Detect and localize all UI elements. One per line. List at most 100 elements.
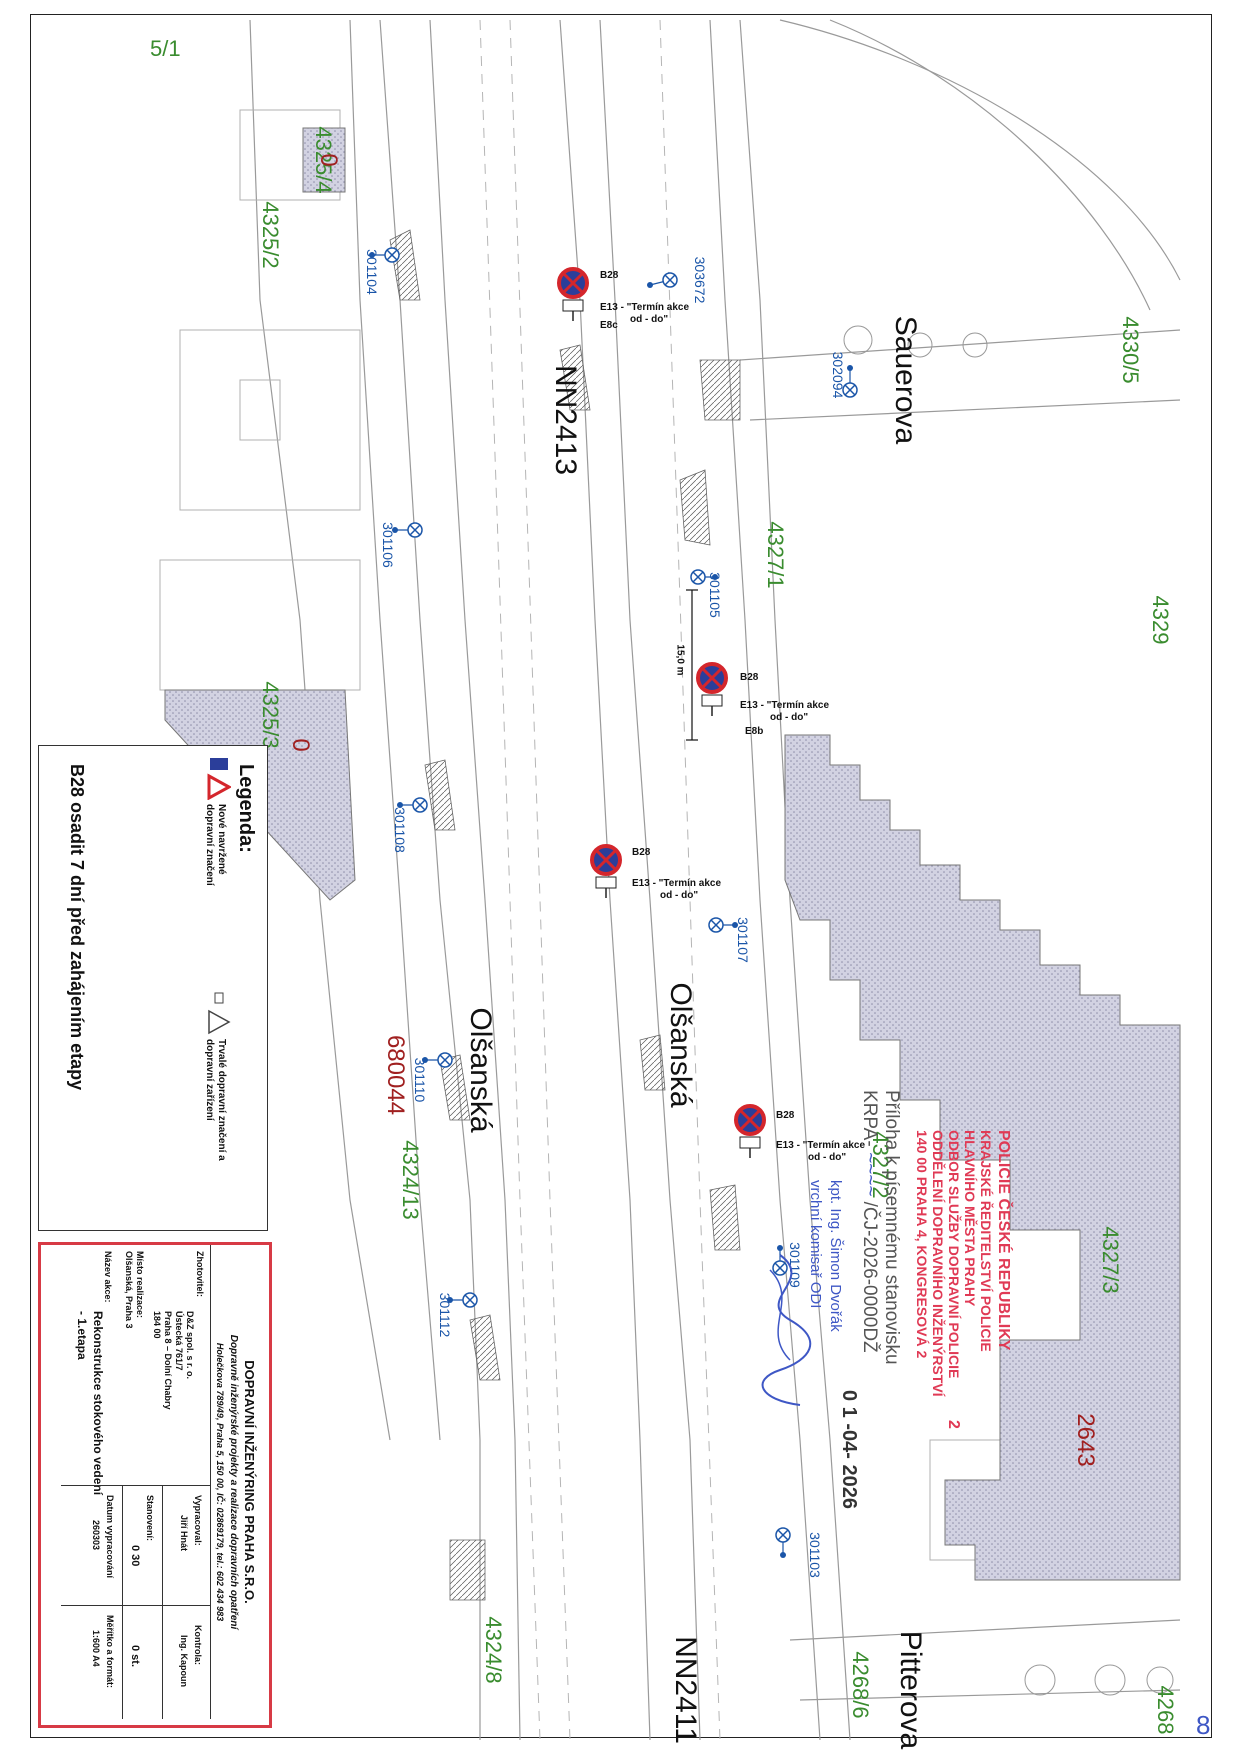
stamp-line4: ODBOR SLUŽBY DOPRAVNÍ POLICIE — [946, 1130, 962, 1379]
company-tagline: Dopravně inženýrské projekty a realizace… — [228, 1334, 239, 1630]
road-curbs — [249, 19, 851, 1741]
zhotovitel-name: D&Z spol. s r. o. — [185, 1311, 195, 1380]
parcel-4324-13: 4324/13 — [398, 1140, 423, 1220]
node-301105: 301105 — [707, 572, 723, 618]
kontrola-value: Ing. Kapoun — [179, 1635, 189, 1687]
parcel-4268-6: 4268/6 — [848, 1651, 873, 1719]
stamp-number: 2 — [945, 1420, 962, 1429]
legend-box: Legenda: Nové navržené dopravní značení … — [38, 745, 268, 1231]
sign-label-b28-3: B28 — [632, 847, 651, 858]
red-zero-b: 0 — [287, 738, 314, 752]
b28-sign — [696, 662, 728, 716]
node-303672: 303672 — [692, 256, 708, 304]
lane-markings — [479, 19, 721, 1741]
police-stamp: POLICIE ČESKÉ REPUBLIKY KRAJSKÉ ŘEDITELS… — [720, 1090, 1020, 1640]
misto-label: Místo realizace: — [135, 1251, 145, 1319]
sewer-node-marker — [392, 522, 423, 538]
top-left-fragment: 5/1 — [150, 36, 181, 61]
signature-scribble — [761, 1254, 812, 1406]
sewer-node-marker — [708, 917, 738, 933]
stanoveni-label: Stanovení: — [145, 1495, 155, 1542]
zhotovitel-addr1: Ústecká 761/7 — [174, 1311, 184, 1371]
meritko-label: Měřítko a formát: — [105, 1615, 115, 1689]
kontrola-label: Kontrola: — [193, 1625, 203, 1665]
permanent-sign-icon — [208, 992, 231, 1035]
sewer-node-marker — [447, 1292, 478, 1308]
zhotovitel-label: Zhotovitel: — [195, 1251, 205, 1297]
zhotovitel-addr2: Praha 8 – Dolní Chabry — [163, 1311, 173, 1410]
vypracoval-value: Jiří Hnát — [179, 1515, 189, 1552]
stamp-line2: KRAJSKÉ ŘEDITELSTVÍ POLICIE — [978, 1130, 994, 1352]
b28-sign — [590, 844, 622, 898]
sign-label-e13b-4: od - do" — [808, 1152, 847, 1163]
parcel-4324-8: 4324/8 — [481, 1616, 506, 1684]
sewer-node-marker — [647, 272, 678, 288]
street-sauerova: Sauerova — [889, 315, 922, 445]
new-sign-icon — [207, 758, 231, 800]
node-301112: 301112 — [437, 1292, 453, 1338]
zhotovitel-addr3: 184 00 — [152, 1311, 162, 1339]
sign-label-e8c: E8c — [600, 320, 618, 331]
vypracoval-label: Vypracoval: — [193, 1495, 203, 1546]
nazev-line2: - 1.etapa — [75, 1311, 89, 1360]
node-301108: 301108 — [392, 807, 408, 853]
datum-value: 260303 — [91, 1520, 101, 1551]
stamp-krpa: KRPA- ~~~~ /ČJ-2026-0000DŽ — [858, 1090, 880, 1353]
stamp-attach: Příloha k písemnému stanovisku — [881, 1090, 902, 1365]
red-2643: 2643 — [1072, 1413, 1099, 1467]
parcel-4327-3: 4327/3 — [1098, 1226, 1123, 1294]
sewer-node-marker — [397, 797, 428, 813]
legend-item-permanent: Trvalé dopravní značení a dopravní zaříz… — [204, 1039, 227, 1161]
sign-label-e13-4: E13 - "Termín akce — [776, 1140, 866, 1151]
parcel-4325-3: 4325/3 — [258, 681, 283, 749]
parcel-4268: 4268 — [1153, 1685, 1178, 1735]
cross-streets — [739, 19, 1181, 1701]
parcel-2643-area — [784, 734, 1181, 1581]
parcel-4330-5: 4330/5 — [1118, 316, 1143, 384]
stanoveni-value1: 0 30 — [129, 1545, 141, 1567]
stamp-line3: HLAVNÍHO MĚSTA PRAHY — [962, 1130, 978, 1307]
corner-mark: 8 — [1196, 1710, 1211, 1740]
sewer-node-marker — [369, 247, 400, 263]
red-680044: 680044 — [382, 1034, 409, 1116]
nn-label-2413: NN2413 — [549, 364, 582, 476]
legend-note: B28 osadit 7 dní před zahájením etapy — [67, 764, 87, 1091]
node-302094: 302094 — [830, 351, 846, 399]
nn-label-2411: NN2411 — [669, 1636, 702, 1744]
sign-label-e13-2: E13 - "Termín akce — [740, 700, 830, 711]
parcel-4329: 4329 — [1148, 595, 1173, 645]
parcel-4325-4-area — [302, 127, 346, 193]
sign-label-e13b-3: od - do" — [660, 890, 699, 901]
b28-sign — [734, 1104, 766, 1158]
dimension-label: 15,0 m — [674, 644, 686, 676]
sheet-frame — [30, 14, 1212, 1738]
red-zero-a: 0 — [315, 153, 342, 167]
sign-label-e13b-1: od - do" — [630, 314, 669, 325]
sign-label-b28-2: B28 — [740, 672, 759, 683]
stamp-line5: ODDĚLENÍ DOPRAVNÍHO INŽENÝRSTVÍ — [930, 1130, 946, 1397]
datum-label: Datum vypracování — [105, 1495, 115, 1579]
company-address: Holečkova 789/49, Praha 5, 150 00, IČ: 0… — [215, 1342, 225, 1622]
sewer-node-marker — [842, 365, 858, 398]
title-block: DOPRAVNÍ INŽENÝRING PRAHA S.R.O. Dopravn… — [38, 1242, 272, 1728]
node-301106: 301106 — [380, 522, 396, 568]
sign-label-e13b-2: od - do" — [770, 712, 809, 723]
stamp-officer: kpt. Ing. Šimon Dvořák — [827, 1180, 844, 1332]
sewer-node-marker — [775, 1527, 791, 1558]
sign-label-e8b: E8b — [745, 726, 764, 737]
nazev-label: Název akce: — [103, 1251, 113, 1303]
sewer-node-marker — [422, 1052, 453, 1068]
street-olsanska-2: Olšanská — [664, 982, 697, 1108]
stamp-line1: POLICIE ČESKÉ REPUBLIKY — [995, 1130, 1012, 1351]
node-301107: 301107 — [735, 917, 751, 963]
parcel-4327-1: 4327/1 — [763, 521, 788, 589]
meritko-value: 1:600 A4 — [91, 1630, 101, 1667]
stamp-krpa-suffix: /ČJ-2026-0000DŽ — [859, 1201, 880, 1353]
sign-label-b28-4: B28 — [776, 1110, 795, 1121]
sign-label-b28-1: B28 — [600, 270, 619, 281]
company-name: DOPRAVNÍ INŽENÝRING PRAHA S.R.O. — [242, 1360, 257, 1604]
